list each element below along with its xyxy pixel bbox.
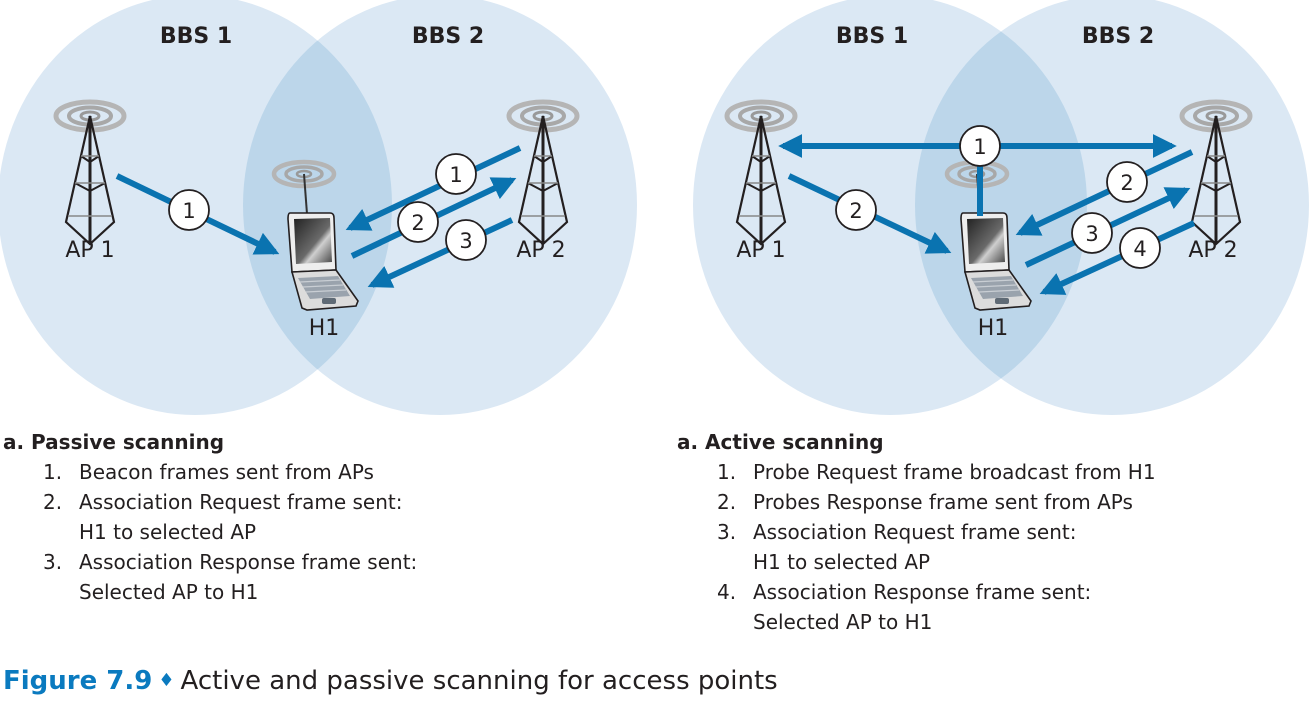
active-panel: BBS 1 BBS 2 AP 1 AP 2 H1 1 2 2 3 <box>693 0 1309 415</box>
svg-text:2: 2 <box>1120 171 1133 195</box>
legend-item: 2. Probes Response frame sent from APs <box>717 490 1133 514</box>
figure-caption: Figure 7.9♦Active and passive scanning f… <box>3 666 778 696</box>
arrow-assoc-response <box>367 217 514 288</box>
active-legend: a. Active scanning 1. Probe Request fram… <box>677 427 1156 637</box>
step-badge: 1 <box>168 189 210 231</box>
step-badge: 2 <box>1106 161 1148 203</box>
svg-text:1: 1 <box>973 135 986 159</box>
svg-text:1: 1 <box>449 163 462 187</box>
svg-text:2: 2 <box>411 211 424 235</box>
step-badge: 4 <box>1119 227 1161 269</box>
svg-text:3: 3 <box>459 229 472 253</box>
svg-text:1: 1 <box>182 199 195 223</box>
legend-item: 3. Association Request frame sent: <box>717 520 1077 544</box>
ap1-label: AP 1 <box>736 238 785 263</box>
step-badge: 1 <box>435 153 477 195</box>
step-badge: 1 <box>959 125 1001 167</box>
svg-text:4: 4 <box>1133 237 1146 261</box>
arrow-probe-response-ap2 <box>1015 149 1194 236</box>
caption-text: Active and passive scanning for access p… <box>180 666 778 696</box>
figure-number: Figure 7.9 <box>3 666 153 696</box>
legend-item: 1. Beacon frames sent from APs <box>43 460 374 484</box>
step-badge: 2 <box>397 201 439 243</box>
svg-text:2: 2 <box>849 199 862 223</box>
ap2-label: AP 2 <box>516 238 565 263</box>
passive-legend: a. Passive scanning 1. Beacon frames sen… <box>3 427 417 607</box>
bss2-label: BBS 2 <box>1082 24 1154 49</box>
legend-title: a. Active scanning <box>677 430 884 454</box>
step-badge: 3 <box>1071 212 1113 254</box>
legend-item-continuation: H1 to selected AP <box>753 550 931 574</box>
scanning-diagram: BBS 1 BBS 2 AP 1 AP 2 H1 1 1 2 3 <box>0 0 1309 415</box>
svg-text:3: 3 <box>1085 222 1098 246</box>
legend-item-continuation: H1 to selected AP <box>79 520 257 544</box>
legend-item: 3. Association Response frame sent: <box>43 550 418 574</box>
h1-label: H1 <box>978 316 1009 341</box>
legend-item: 2. Association Request frame sent: <box>43 490 403 514</box>
bss1-label: BBS 1 <box>836 24 908 49</box>
diamond-separator-icon: ♦ <box>158 670 175 691</box>
bss-overlap-area <box>243 0 392 415</box>
bss2-label: BBS 2 <box>412 24 484 49</box>
legend-item-continuation: Selected AP to H1 <box>753 610 933 634</box>
step-badge: 2 <box>835 189 877 231</box>
legend-item: 4. Association Response frame sent: <box>717 580 1092 604</box>
arrow-beacon-ap2 <box>345 145 522 231</box>
h1-label: H1 <box>309 316 340 341</box>
arrow-assoc-response <box>1039 220 1196 295</box>
ap1-label: AP 1 <box>65 238 114 263</box>
passive-panel: BBS 1 BBS 2 AP 1 AP 2 H1 1 1 2 3 <box>0 0 637 415</box>
bss1-label: BBS 1 <box>160 24 232 49</box>
ap2-label: AP 2 <box>1188 238 1237 263</box>
legend-item: 1. Probe Request frame broadcast from H1 <box>717 460 1156 484</box>
legend-item-continuation: Selected AP to H1 <box>79 580 259 604</box>
legend-title: a. Passive scanning <box>3 430 225 454</box>
bss-overlap-area <box>915 0 1087 415</box>
step-badge: 3 <box>445 219 487 261</box>
